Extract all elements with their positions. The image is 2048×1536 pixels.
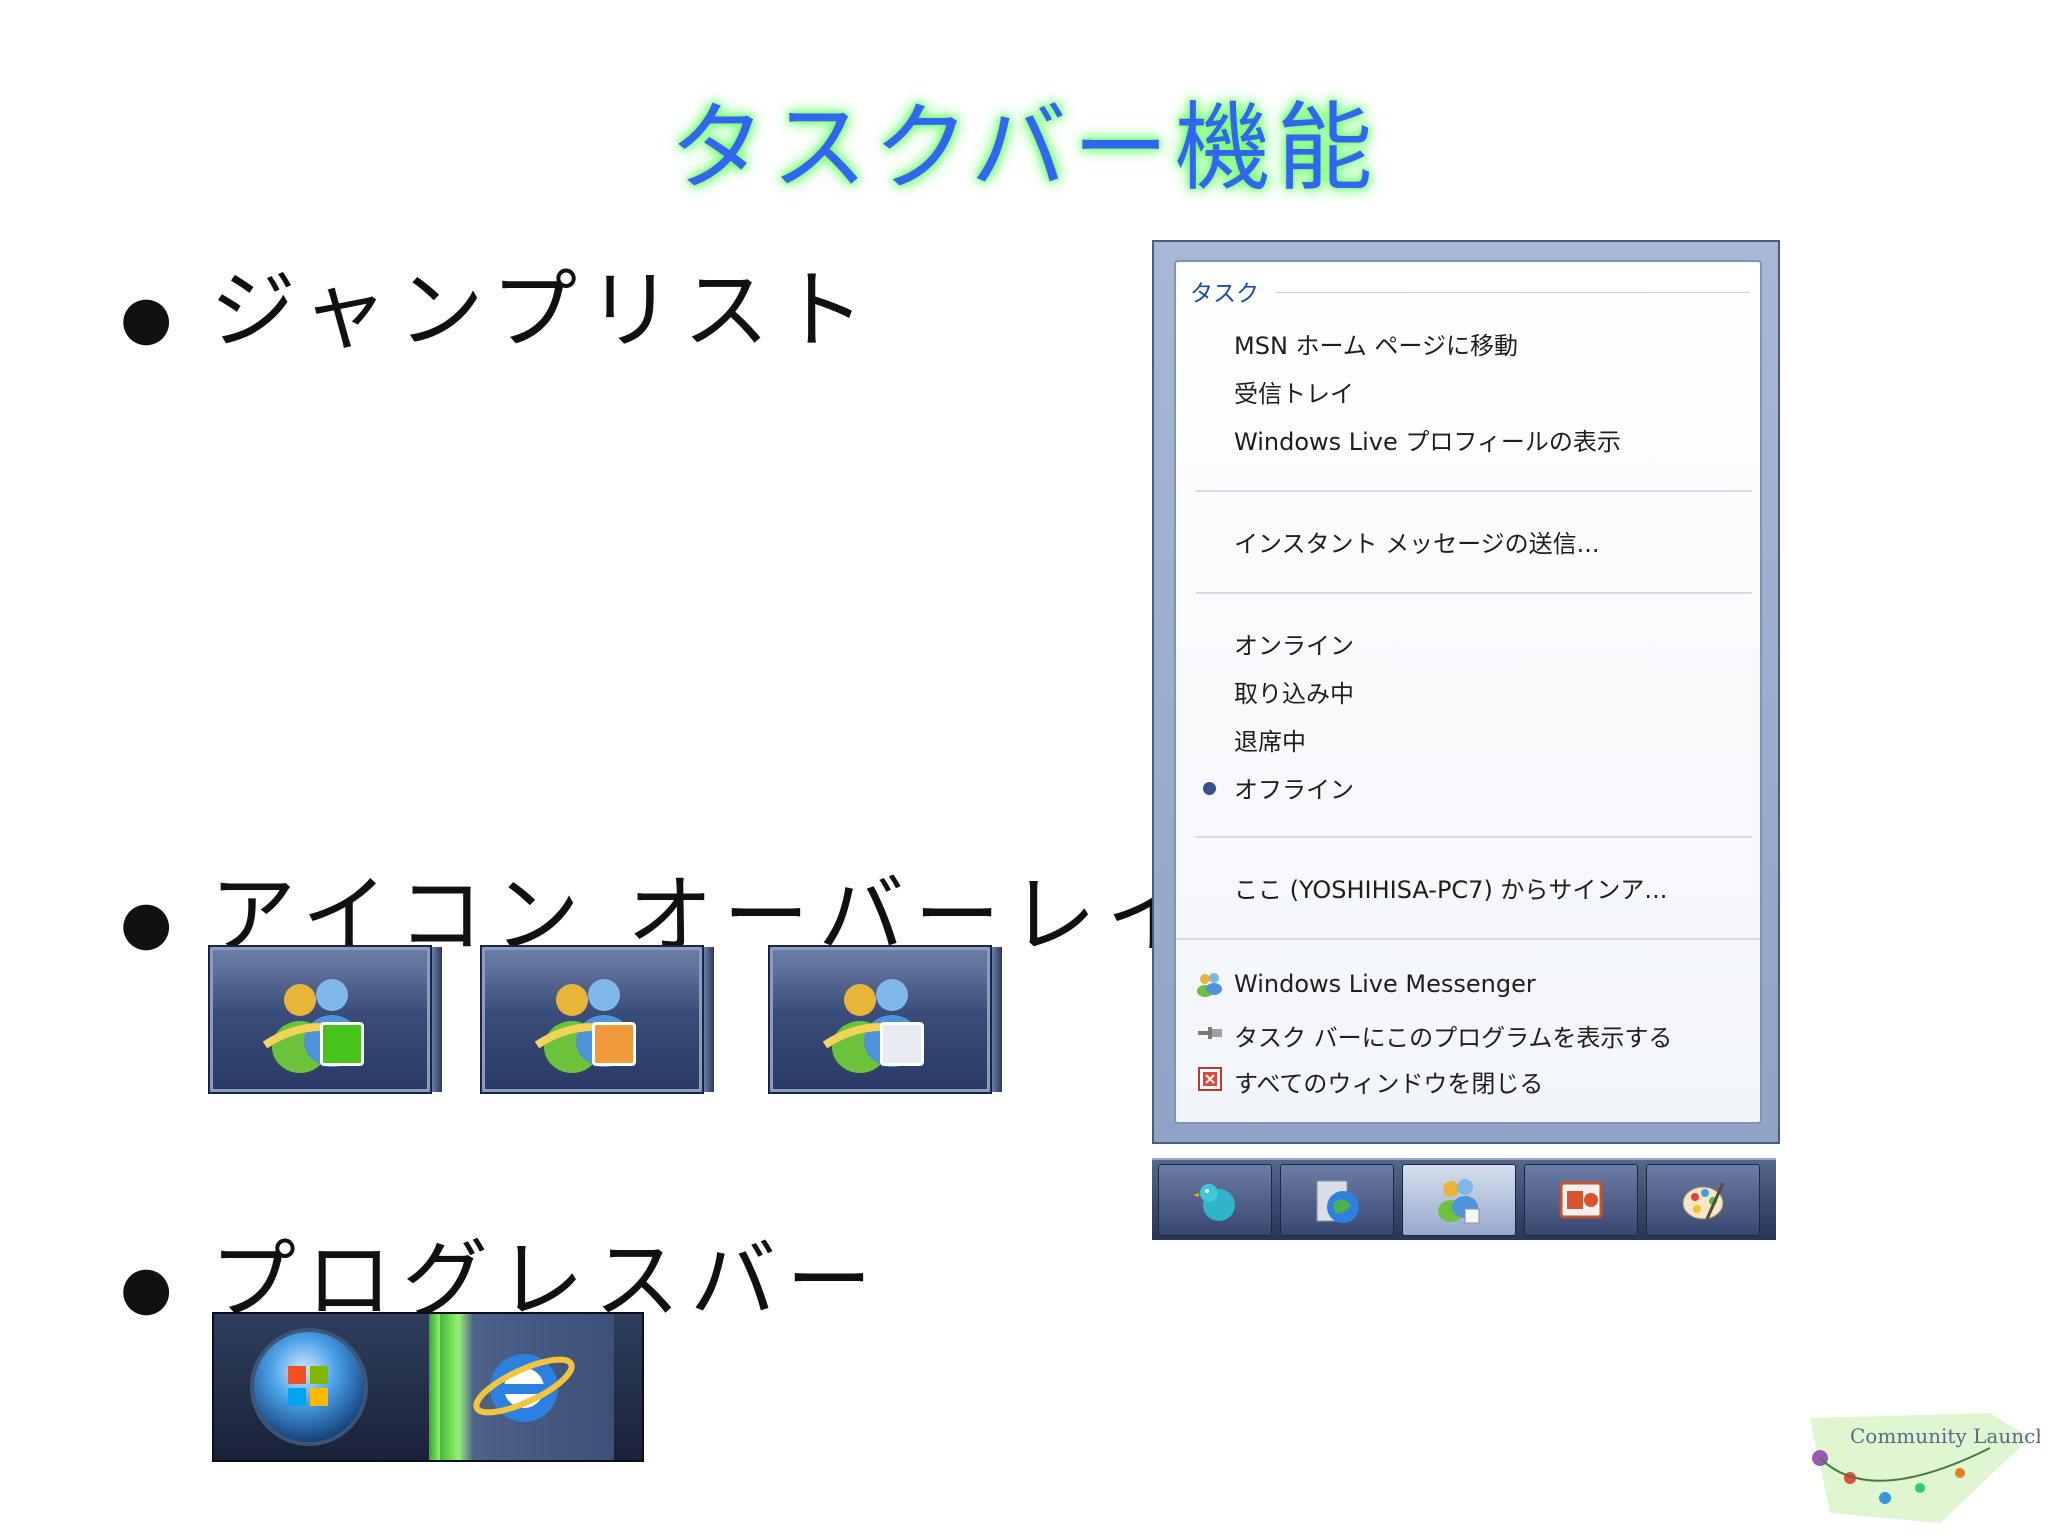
taskbar bbox=[1152, 1158, 1776, 1240]
task-view-profile[interactable]: Windows Live プロフィールの表示 bbox=[1234, 428, 1621, 456]
bullet-dot: ● bbox=[120, 1252, 183, 1323]
bullet-text: ジャンプリスト bbox=[210, 261, 876, 361]
taskbar-button-powerpoint[interactable] bbox=[1524, 1164, 1638, 1236]
status-away[interactable]: 退席中 bbox=[1234, 728, 1306, 756]
separator bbox=[1196, 490, 1752, 492]
task-sign-in-here[interactable]: ここ (YOSHIHISA-PC7) からサインア... bbox=[1234, 876, 1668, 904]
messenger-icon bbox=[1438, 1179, 1480, 1224]
community-launch-logo: Community Launch 2009 bbox=[1810, 1413, 2040, 1523]
separator bbox=[1196, 836, 1752, 838]
progress-taskbar-example bbox=[212, 1312, 644, 1462]
internet-explorer-taskbar-button[interactable] bbox=[429, 1314, 614, 1460]
maps-globe-icon bbox=[1316, 1180, 1359, 1223]
taskbar-button-maps[interactable] bbox=[1280, 1164, 1394, 1236]
bullet-dot: ● bbox=[120, 282, 183, 353]
logo-text: Community Launch 2009 bbox=[1850, 1424, 2040, 1448]
status-busy[interactable]: 取り込み中 bbox=[1234, 680, 1354, 708]
taskbar-button-bird[interactable] bbox=[1158, 1164, 1272, 1236]
overlay-example-online bbox=[208, 945, 442, 1094]
progress-fill bbox=[429, 1314, 441, 1460]
app-close-all-windows[interactable]: すべてのウィンドウを閉じる bbox=[1234, 1070, 1544, 1098]
jumplist-tasks-header: タスク bbox=[1190, 281, 1259, 307]
messenger-buddy-icon bbox=[262, 979, 362, 1073]
status-online[interactable]: オンライン bbox=[1234, 632, 1354, 660]
separator bbox=[1196, 592, 1752, 594]
messenger-icon bbox=[1197, 973, 1222, 997]
bullet-dot: ● bbox=[120, 887, 183, 958]
bullet-jumplist: ● ジャンプリスト bbox=[120, 240, 875, 365]
slide-title: タスクバー機能 bbox=[669, 92, 1379, 204]
overlay-example-offline bbox=[768, 945, 1002, 1094]
internet-explorer-icon bbox=[473, 1354, 575, 1422]
task-send-instant-message[interactable]: インスタント メッセージの送信... bbox=[1234, 530, 1600, 558]
task-msn-home[interactable]: MSN ホーム ページに移動 bbox=[1234, 332, 1518, 360]
pin-icon bbox=[1198, 1027, 1222, 1039]
close-window-icon bbox=[1198, 1067, 1222, 1091]
status-offline[interactable]: オフライン bbox=[1234, 776, 1354, 804]
status-badge-away bbox=[592, 1022, 636, 1066]
powerpoint-icon bbox=[1559, 1181, 1603, 1219]
jumplist-panel: タスク MSN ホーム ページに移動 受信トレイ Windows Live プロ… bbox=[1174, 260, 1762, 1124]
bird-icon bbox=[1193, 1184, 1235, 1221]
status-badge-online bbox=[320, 1022, 364, 1066]
taskbar-button-messenger[interactable] bbox=[1402, 1164, 1516, 1236]
header-divider bbox=[1276, 292, 1750, 293]
taskbar-button-paint[interactable] bbox=[1646, 1164, 1760, 1236]
separator bbox=[1176, 938, 1760, 940]
selected-status-radio-icon bbox=[1203, 782, 1216, 795]
task-inbox[interactable]: 受信トレイ bbox=[1234, 380, 1354, 408]
paint-palette-icon bbox=[1682, 1182, 1725, 1220]
app-pin-to-taskbar[interactable]: タスク バーにこのプログラムを表示する bbox=[1234, 1024, 1673, 1052]
status-badge-offline bbox=[880, 1022, 924, 1066]
app-windows-live-messenger[interactable]: Windows Live Messenger bbox=[1234, 970, 1536, 998]
windows-start-orb-icon[interactable] bbox=[254, 1332, 364, 1442]
overlay-example-away bbox=[480, 945, 714, 1094]
jumplist-window: タスク MSN ホーム ページに移動 受信トレイ Windows Live プロ… bbox=[1152, 240, 1780, 1144]
